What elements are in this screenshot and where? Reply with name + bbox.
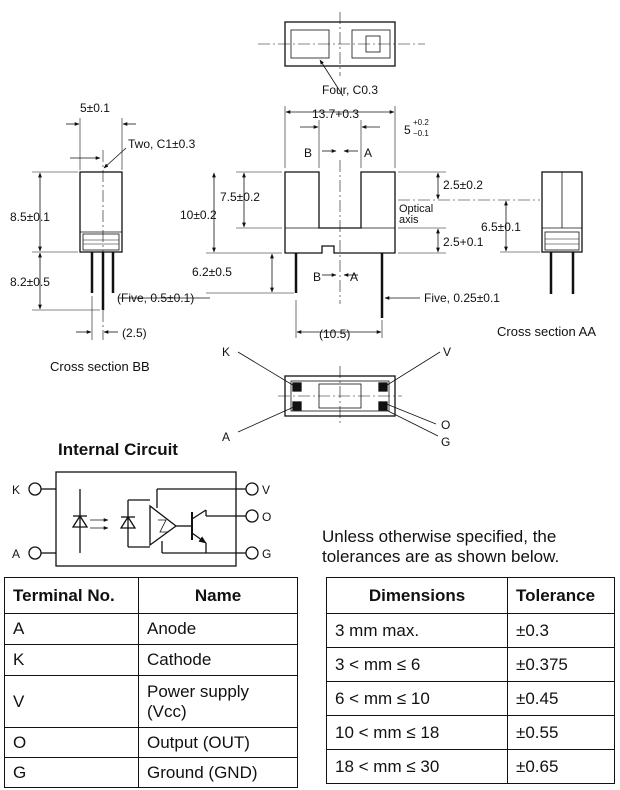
section-a-bottom: A xyxy=(350,270,358,284)
section-aa-caption: Cross section AA xyxy=(497,324,596,339)
tolerance-header-tol: Tolerance xyxy=(507,577,615,614)
tolerance-cell: 18 < mm ≤ 30 xyxy=(326,749,508,784)
circuit-pin-v: V xyxy=(262,483,270,497)
terminal-cell: Output (OUT) xyxy=(138,727,298,758)
section-bb-caption: Cross section BB xyxy=(50,359,150,374)
slot-tol-minus: −0.1 xyxy=(413,129,429,138)
tolerance-cell: ±0.65 xyxy=(507,749,615,784)
slot-tol-plus: +0.2 xyxy=(413,118,429,127)
terminal-cell: O xyxy=(4,727,139,758)
terminal-cell: Power supply (Vcc) xyxy=(138,675,298,728)
top-offset-dim: 2.5±0.2 xyxy=(443,178,483,192)
bottom-pin-g: G xyxy=(441,435,450,449)
terminal-cell: Ground (GND) xyxy=(138,757,298,788)
internal-circuit-title: Internal Circuit xyxy=(58,440,178,459)
section-b-bottom: B xyxy=(313,270,321,284)
tolerance-cell: 6 < mm ≤ 10 xyxy=(326,681,508,716)
slot-width-dim: 5 xyxy=(404,123,411,137)
axis-offset-dim: 2.5+0.1 xyxy=(443,235,484,249)
tolerance-cell: 3 < mm ≤ 6 xyxy=(326,647,508,682)
internal-circuit xyxy=(28,471,259,567)
circuit-pin-g: G xyxy=(262,547,271,561)
tolerance-cell: ±0.375 xyxy=(507,647,615,682)
optical-axis-label-2: axis xyxy=(399,214,419,226)
terminal-table: Terminal No. Name A Anode K Cathode V Po… xyxy=(4,577,298,788)
bb-width-dim: 5±0.1 xyxy=(80,101,110,115)
cross-section-bb xyxy=(32,118,210,340)
terminal-header-name: Name xyxy=(138,577,298,614)
bb-pin-spec: (Five, 0.5±0.1) xyxy=(117,291,194,305)
bottom-pin-v: V xyxy=(443,345,451,359)
tolerance-cell: 3 mm max. xyxy=(326,613,508,648)
pin-pitch-dim: (10.5) xyxy=(319,327,350,341)
tolerance-header-dim: Dimensions xyxy=(326,577,508,614)
terminal-header-no: Terminal No. xyxy=(4,577,139,614)
pin-spec-right: Five, 0.25±0.1 xyxy=(424,291,500,305)
bb-pitch-dim: (2.5) xyxy=(122,326,147,340)
tolerance-cell: ±0.45 xyxy=(507,681,615,716)
bottom-pin-k: K xyxy=(222,345,230,359)
section-aa-height-dim: 6.5±0.1 xyxy=(481,220,521,234)
terminal-cell: K xyxy=(4,644,139,676)
front-view xyxy=(206,106,540,338)
bottom-pin-a: A xyxy=(222,430,230,444)
lead-gap-dim: 6.2±0.5 xyxy=(192,265,232,279)
section-b-top: B xyxy=(304,146,312,160)
circuit-pin-a: A xyxy=(12,547,20,561)
tolerance-note: Unless otherwise specified, the toleranc… xyxy=(322,527,560,566)
tolerance-table: Dimensions Tolerance 3 mm max. ±0.3 3 < … xyxy=(326,577,615,784)
section-a-top: A xyxy=(364,146,372,160)
top-chamfer-label: Four, C0.3 xyxy=(322,83,378,97)
bottom-pin-o: O xyxy=(441,418,450,432)
cross-section-aa xyxy=(500,171,583,294)
body-height-dim: 10±0.2 xyxy=(180,208,217,222)
top-view xyxy=(258,12,425,97)
tolerance-cell: ±0.3 xyxy=(507,613,615,648)
tolerance-cell: ±0.55 xyxy=(507,715,615,750)
bottom-view xyxy=(237,351,441,437)
bb-chamfer-dim: Two, C1±0.3 xyxy=(128,137,196,151)
circuit-pin-k: K xyxy=(12,483,20,497)
terminal-cell: A xyxy=(4,613,139,645)
optical-axis-label-1: Optical xyxy=(399,203,433,215)
terminal-cell: G xyxy=(4,757,139,788)
slot-depth-dim: 7.5±0.2 xyxy=(220,190,260,204)
bb-leads-dim: 8.2±0.5 xyxy=(10,275,50,289)
tolerance-cell: 10 < mm ≤ 18 xyxy=(326,715,508,750)
terminal-cell: Cathode xyxy=(138,644,298,676)
terminal-cell: V xyxy=(4,675,139,728)
overall-width-dim: 13.7+0.3 xyxy=(312,107,359,121)
bb-body-dim: 8.5±0.1 xyxy=(10,210,50,224)
terminal-cell: Anode xyxy=(138,613,298,645)
circuit-pin-o: O xyxy=(262,510,271,524)
